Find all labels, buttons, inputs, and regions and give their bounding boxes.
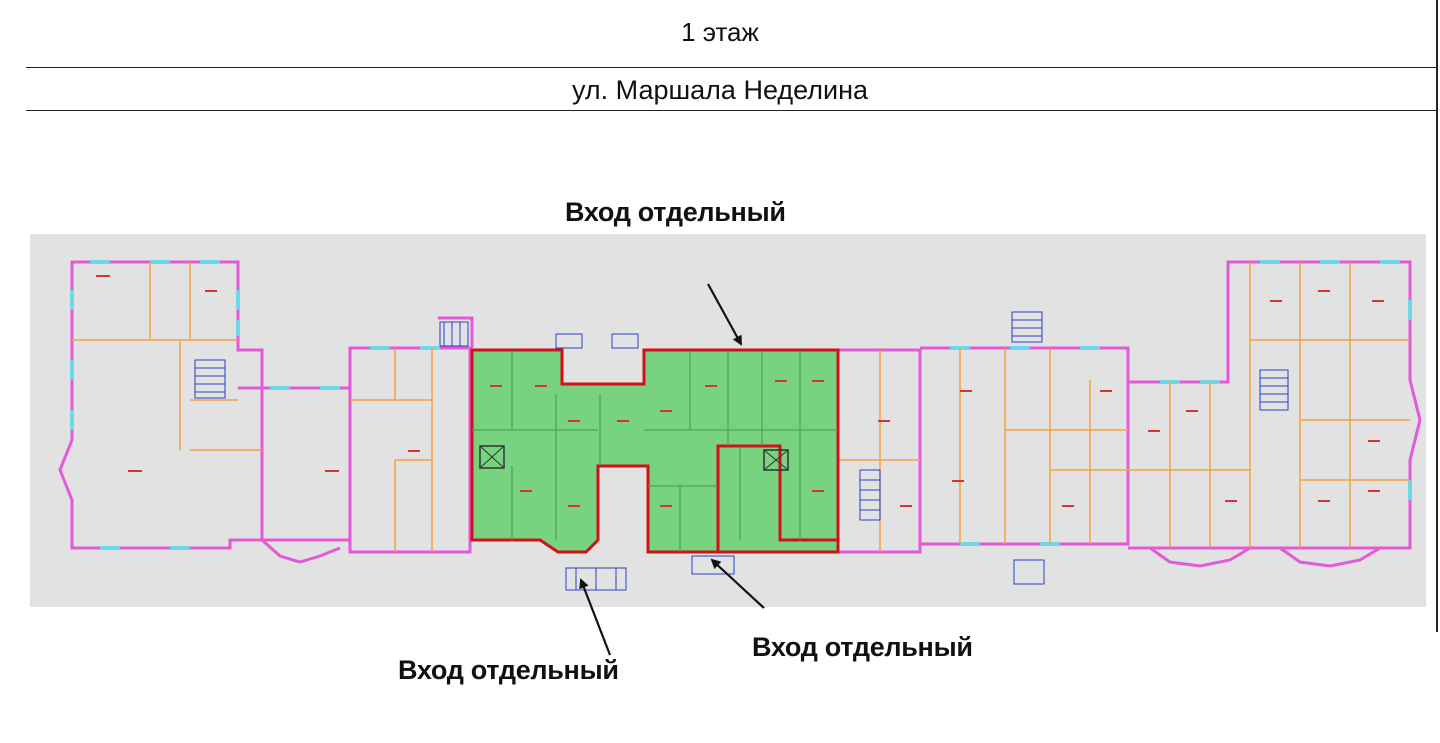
bay-window-right (1149, 546, 1251, 568)
highlighted-room-partitions (472, 350, 838, 552)
staircases (194, 311, 1289, 591)
elevator-left (479, 445, 505, 469)
header-divider-top (26, 67, 1436, 68)
page-right-border (1436, 0, 1438, 632)
header-divider-bottom (26, 110, 1436, 111)
entrance-arrow-top (707, 283, 742, 346)
center-left-stair (438, 316, 474, 348)
floor-title: 1 этаж (681, 17, 759, 47)
entrance-label-top: Вход отдельный (565, 197, 786, 227)
entrance-label-bottom-left: Вход отдельный (398, 655, 619, 685)
window-markers (70, 260, 1412, 550)
interior-partitions (72, 262, 1410, 552)
entrance-arrow-bottom-right (710, 558, 765, 609)
highlighted-area (470, 348, 840, 554)
elevator-right (763, 449, 789, 471)
room-label-marks (96, 275, 1384, 507)
entrance-label-bottom-right: Вход отдельный (752, 632, 973, 662)
entrance-arrow-bottom-left (579, 578, 612, 656)
bay-window-far-right (1279, 546, 1381, 568)
street-name: ул. Маршала Неделина (572, 75, 868, 105)
right-wing-wall (1128, 260, 1422, 550)
bay-window-left (261, 538, 341, 564)
